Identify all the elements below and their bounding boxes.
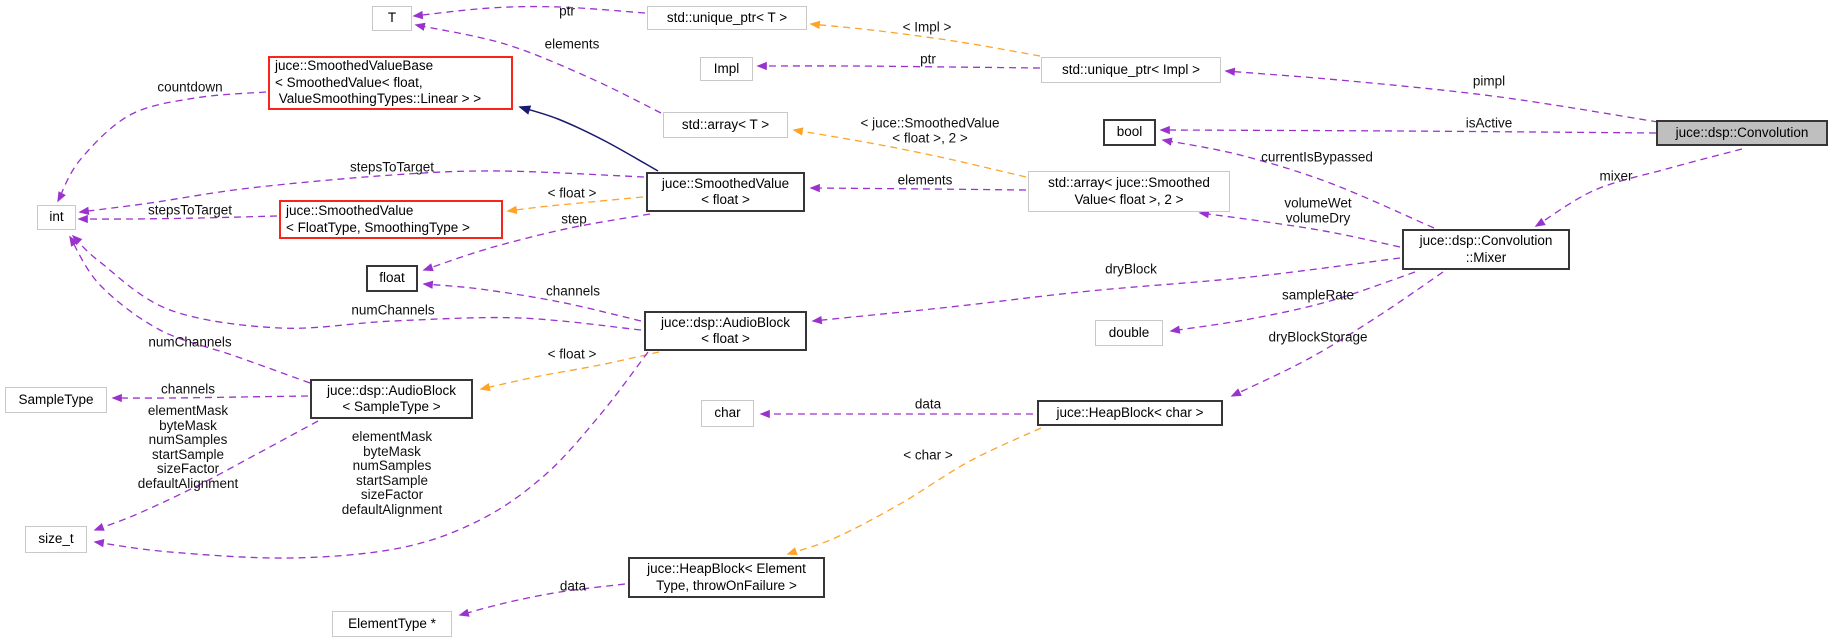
edge-volumewet-volumedry (1198, 210, 1401, 248)
node-t[interactable]: T (372, 6, 412, 31)
edge-isactive (1159, 125, 1657, 135)
node-std-unique-ptr-t[interactable]: std::unique_ptr< T > (647, 6, 807, 30)
node-juce-heapblock-generic[interactable]: juce::HeapBlock< Element Type, throwOnFa… (628, 557, 825, 598)
edge-tmpl-heapblock-char (786, 427, 1042, 556)
edge-mixer (1534, 148, 1743, 227)
edge-tmpl-audioblock (479, 351, 660, 392)
edge-members-sampletype (93, 420, 319, 531)
edge-tmpl-float (506, 196, 644, 215)
edge-samplerate (1169, 271, 1416, 334)
edge-inherit-smoothedvaluebase (518, 105, 659, 172)
edge-elements-array (809, 183, 1027, 193)
node-juce-dsp-convolution-mixer[interactable]: juce::dsp::Convolution ::Mixer (1402, 229, 1570, 270)
node-size-t[interactable]: size_t (25, 526, 87, 553)
edge-tmpl-array (792, 127, 1027, 178)
node-std-array-t[interactable]: std::array< T > (663, 112, 788, 138)
node-elementtype-ptr[interactable]: ElementType * (332, 611, 452, 637)
node-juce-dsp-audioblock-float[interactable]: juce::dsp::AudioBlock < float > (644, 311, 807, 351)
edge-data-elementtype (458, 583, 626, 617)
edge-stepstotarget-generic (77, 214, 278, 224)
node-juce-dsp-audioblock-sampletype[interactable]: juce::dsp::AudioBlock < SampleType > (310, 379, 473, 419)
node-sampletype[interactable]: SampleType (5, 387, 107, 413)
edge-tmpl-impl (809, 20, 1041, 57)
node-juce-smoothedvaluebase[interactable]: juce::SmoothedValueBase < SmoothedValue<… (268, 56, 513, 110)
edge-pimpl (1224, 67, 1659, 123)
edge-stepstotarget-float (78, 170, 645, 215)
node-juce-smoothedvalue-generic[interactable]: juce::SmoothedValue < FloatType, Smoothi… (279, 200, 503, 239)
node-bool[interactable]: bool (1103, 119, 1156, 146)
node-juce-dsp-convolution[interactable]: juce::dsp::Convolution (1656, 120, 1828, 146)
node-std-unique-ptr-impl[interactable]: std::unique_ptr< Impl > (1041, 57, 1221, 83)
node-double[interactable]: double (1095, 320, 1163, 346)
node-impl[interactable]: Impl (700, 57, 753, 81)
edge-channels-sampletype (111, 393, 309, 403)
node-float[interactable]: float (366, 265, 418, 292)
edge-dryblock (811, 257, 1401, 325)
node-juce-heapblock-char[interactable]: juce::HeapBlock< char > (1037, 400, 1223, 426)
node-int[interactable]: int (37, 205, 76, 230)
edge-channels-float (422, 280, 642, 322)
edge-ptr-t (412, 5, 646, 20)
edge-numchannels-sampletype (69, 235, 311, 384)
edge-countdown (57, 91, 267, 203)
edge-elements-t (414, 22, 662, 114)
edge-ptr-impl (756, 61, 1041, 71)
edge-numchannels-float (71, 234, 642, 331)
node-char[interactable]: char (701, 400, 754, 427)
node-juce-smoothedvalue-float[interactable]: juce::SmoothedValue < float > (646, 172, 805, 212)
edge-dryblockstorage (1230, 271, 1444, 397)
edge-members-float (93, 351, 649, 559)
node-std-array-smoothedvalue-2[interactable]: std::array< juce::Smoothed Value< float … (1028, 171, 1230, 212)
